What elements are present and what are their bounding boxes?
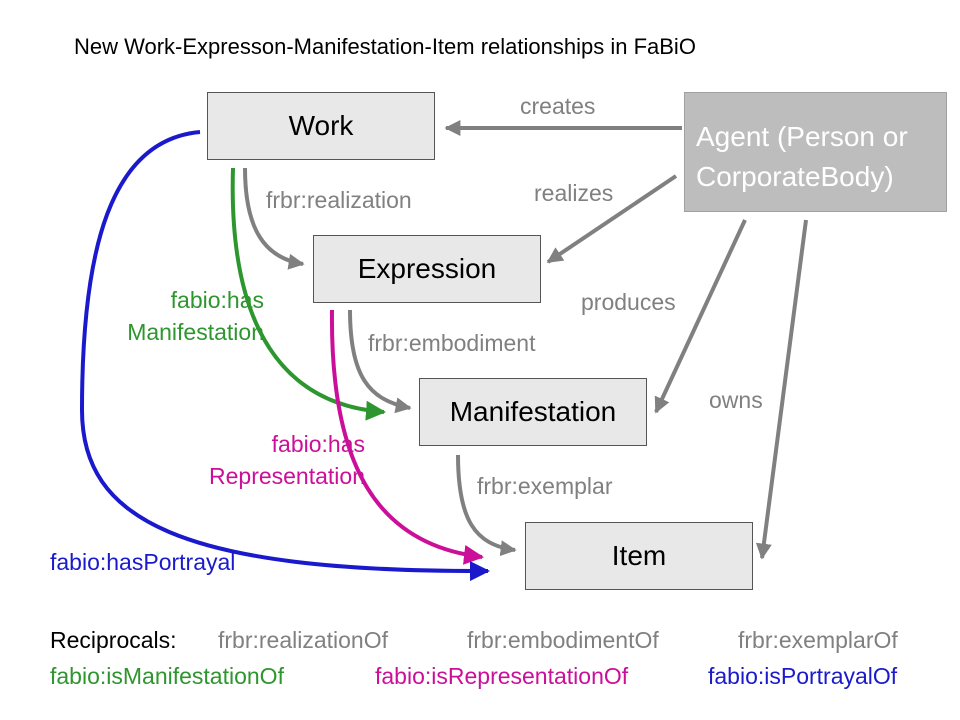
expression-label: Expression — [357, 253, 497, 284]
has-portrayal-label: fabio:hasPortrayal — [50, 549, 236, 575]
realizes-arrow — [546, 174, 678, 264]
creates-label: creates — [520, 93, 596, 119]
embodiment-label: frbr:embodiment — [368, 330, 536, 356]
realization-label: frbr:realization — [266, 187, 412, 213]
diagram-title: New Work-Expresson-Manifestation-Item re… — [74, 34, 696, 59]
is-portrayal-of-label: fabio:isPortrayalOf — [708, 663, 898, 689]
has-representation-arrow — [329, 309, 484, 565]
agent-node: Agent (Person or CorporateBody) — [684, 92, 947, 212]
reciprocals-label: Reciprocals: — [50, 627, 177, 653]
has-representation-label-line2: Representation — [209, 463, 365, 489]
agent-label-line2: CorporateBody) — [696, 161, 894, 192]
produces-label: produces — [581, 289, 676, 315]
has-representation-label-line1: fabio:has — [271, 431, 365, 457]
manifestation-node: Manifestation — [419, 378, 647, 446]
work-label: Work — [288, 110, 354, 141]
item-node: Item — [525, 522, 753, 590]
has-manifestation-label: fabio:has Manifestation — [106, 284, 264, 348]
is-manifestation-of-label: fabio:isManifestationOf — [50, 663, 284, 689]
produces-arrow — [654, 219, 747, 414]
is-representation-of-label: fabio:isRepresentationOf — [375, 663, 629, 689]
manifestation-label: Manifestation — [449, 396, 617, 427]
realization-arrow — [243, 167, 305, 270]
embodiment-arrow — [348, 309, 412, 414]
owns-arrow — [755, 219, 808, 560]
owns-label: owns — [709, 387, 763, 413]
expression-node: Expression — [313, 235, 541, 303]
exemplar-of-label: frbr:exemplarOf — [738, 627, 898, 653]
has-manifestation-arrow — [230, 167, 386, 421]
realizes-label: realizes — [534, 180, 614, 206]
embodiment-of-label: frbr:embodimentOf — [467, 627, 659, 653]
exemplar-arrow — [456, 454, 517, 557]
has-manifestation-label-line1: fabio:has — [170, 287, 264, 313]
realization-of-label: frbr:realizationOf — [218, 627, 389, 653]
item-label: Item — [611, 540, 667, 571]
has-representation-label: fabio:has Representation — [183, 428, 365, 492]
has-portrayal-arrow — [79, 130, 490, 582]
agent-label-line1: Agent (Person or — [696, 121, 908, 152]
work-node: Work — [207, 92, 435, 160]
has-manifestation-label-line2: Manifestation — [127, 319, 264, 345]
exemplar-label: frbr:exemplar — [477, 473, 613, 499]
